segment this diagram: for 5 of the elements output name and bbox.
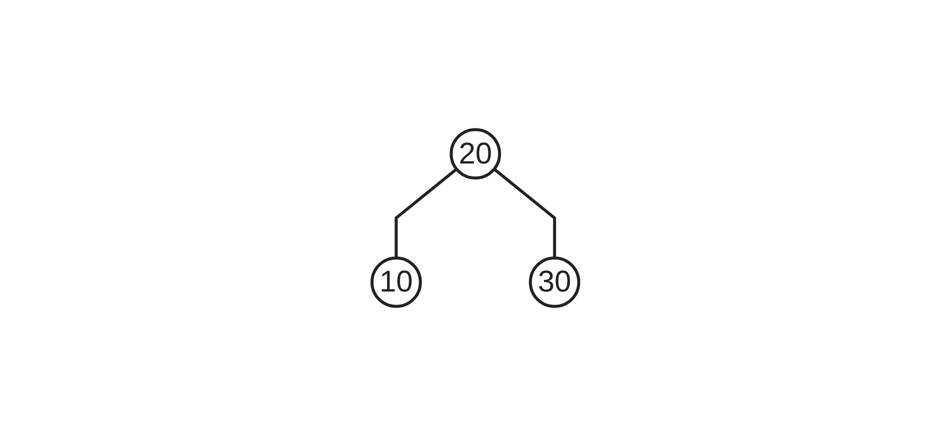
node-circle: 10 — [370, 256, 422, 308]
node-circle: 20 — [449, 128, 501, 180]
connector — [492, 168, 556, 258]
node-circle: 30 — [528, 256, 580, 308]
connector — [394, 168, 458, 258]
